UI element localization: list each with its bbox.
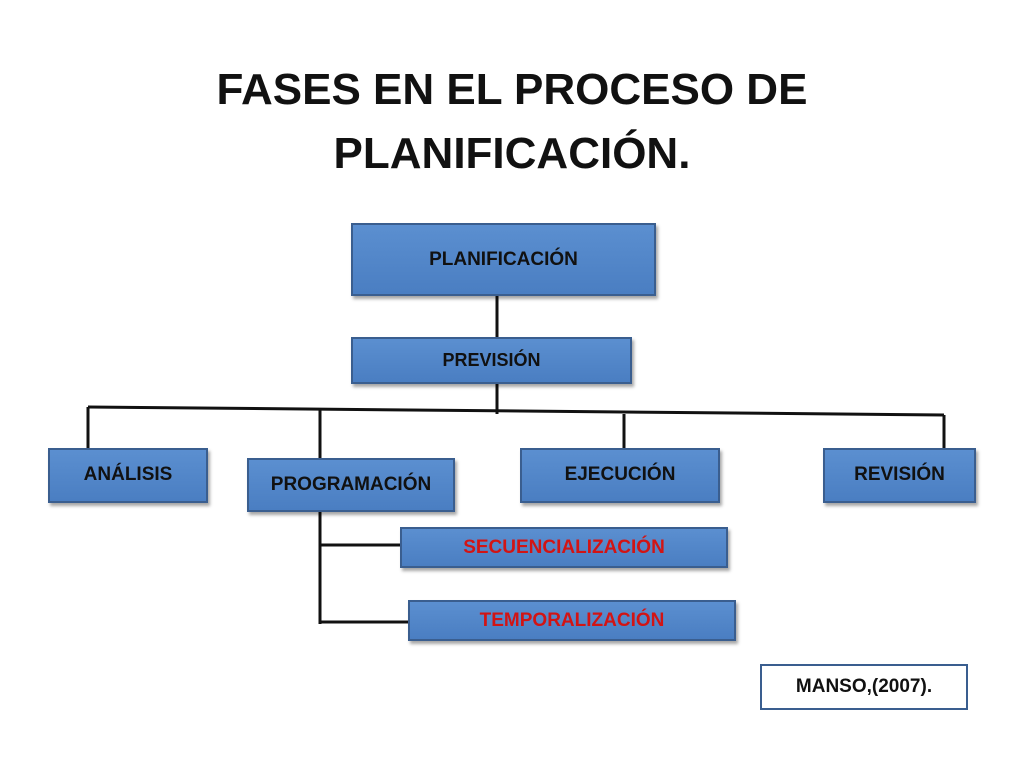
citation-box: MANSO,(2007). [760, 664, 968, 710]
node-analisis-label: ANÁLISIS [83, 464, 173, 485]
node-analisis: ANÁLISIS [48, 448, 208, 503]
node-prevision-label: PREVISIÓN [442, 350, 541, 370]
slide-title: FASES EN EL PROCESO DE PLANIFICACIÓN. [0, 58, 1024, 186]
node-revision-label: REVISIÓN [854, 464, 945, 485]
node-ejecucion-label: EJECUCIÓN [564, 464, 676, 485]
title-line-2: PLANIFICACIÓN. [333, 129, 691, 178]
node-temporalizacion: TEMPORALIZACIÓN [408, 600, 736, 641]
citation-text: MANSO,(2007). [795, 676, 933, 697]
connector-horizontal-bus [87, 405, 945, 417]
title-line-1: FASES EN EL PROCESO DE [216, 65, 808, 114]
node-planificacion: PLANIFICACIÓN [351, 223, 656, 296]
node-secuencializacion: SECUENCIALIZACIÓN [400, 527, 728, 568]
node-revision: REVISIÓN [823, 448, 976, 503]
node-planificacion-label: PLANIFICACIÓN [429, 248, 578, 270]
node-prevision: PREVISIÓN [351, 337, 632, 384]
node-temporalizacion-label: TEMPORALIZACIÓN [479, 609, 665, 631]
node-programacion-label: PROGRAMACIÓN [270, 474, 432, 495]
node-programacion: PROGRAMACIÓN [247, 458, 455, 512]
node-secuencializacion-label: SECUENCIALIZACIÓN [463, 536, 665, 558]
node-ejecucion: EJECUCIÓN [520, 448, 720, 503]
